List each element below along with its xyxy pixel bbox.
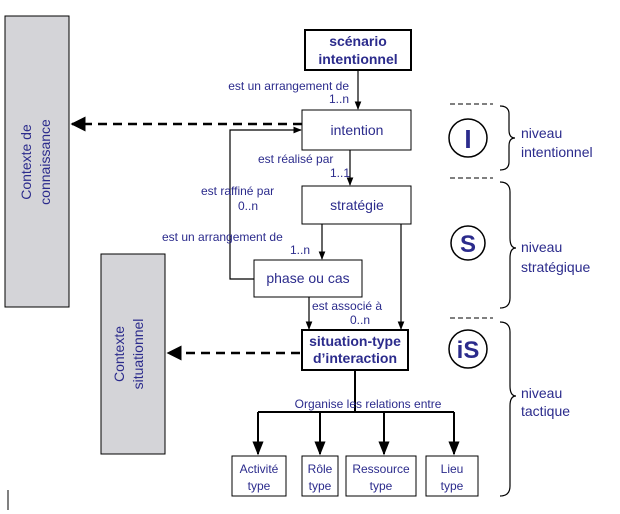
- scenario-line2: intentionnel: [318, 51, 397, 67]
- leaf-ressource: Ressource type: [345, 455, 417, 497]
- level-label-intentionnel-line2: intentionnel: [521, 144, 593, 160]
- rel-realise-text: est réalisé par: [258, 152, 333, 166]
- situational-context-line1: Contexte: [111, 326, 127, 382]
- organise-tree: [252, 370, 460, 456]
- level-circle-strategique: S: [450, 225, 486, 261]
- situation-box: situation-type d’interaction: [301, 329, 409, 371]
- rel-realise-card: 1..1: [330, 166, 350, 180]
- leaf-lieu-line1: Lieu: [441, 462, 464, 476]
- intention-label: intention: [331, 122, 384, 138]
- leaf-activite-line2: type: [248, 479, 271, 493]
- brace-strategique: [499, 181, 517, 309]
- leaf-role: Rôle type: [301, 455, 339, 497]
- rel-arrangement-top-text: est un arrangement de: [228, 79, 349, 93]
- level-symbol-i: I: [464, 124, 471, 154]
- rel-arrangement-mid-text: est un arrangement de: [162, 230, 283, 244]
- leaf-lieu-line2: type: [441, 479, 464, 493]
- brace-tactique: [499, 321, 517, 497]
- rel-associe-text: est associé à: [312, 299, 382, 313]
- rel-associe-card: 0..n: [350, 313, 370, 327]
- intention-box: intention: [301, 109, 412, 151]
- rel-raffine-text: est raffiné par: [201, 184, 274, 198]
- leaf-ressource-line1: Ressource: [352, 462, 410, 476]
- rel-arrangement-top-card: 1..n: [329, 92, 349, 106]
- situational-context-line2: situationnel: [130, 319, 146, 390]
- scenario-line1: scénario: [329, 33, 387, 49]
- rel-raffine-card: 0..n: [238, 199, 258, 213]
- level-label-intentionnel-line1: niveau: [521, 125, 562, 141]
- leaf-lieu: Lieu type: [425, 455, 479, 497]
- leaf-role-line1: Rôle: [308, 462, 333, 476]
- leaf-ressource-line2: type: [370, 479, 393, 493]
- level-symbol-s: S: [460, 231, 476, 258]
- knowledge-context-line1: Contexte de: [18, 124, 34, 200]
- arrow-phase-intention: [229, 126, 302, 280]
- leaf-role-line2: type: [309, 479, 332, 493]
- situational-context-panel: Contexte situationnel: [100, 253, 166, 455]
- phase-label: phase ou cas: [266, 270, 349, 286]
- level-symbol-is: iS: [457, 337, 480, 364]
- leaf-activite-line1: Activité: [240, 462, 279, 476]
- level-label-strategique-line1: niveau: [521, 239, 562, 255]
- knowledge-context-line2: connaissance: [37, 119, 53, 205]
- level-label-tactique-line1: niveau: [521, 385, 562, 401]
- level-circle-intentionnel: I: [448, 118, 488, 158]
- situation-line1: situation-type: [309, 333, 401, 349]
- strategie-box: stratégie: [301, 185, 412, 225]
- level-circle-tactique: iS: [448, 329, 488, 369]
- strategie-label: stratégie: [330, 197, 384, 213]
- phase-box: phase ou cas: [253, 259, 363, 298]
- level-label-strategique-line2: stratégique: [521, 259, 590, 275]
- knowledge-context-panel: Contexte de connaissance: [4, 15, 70, 308]
- rel-arrangement-mid-card: 1..n: [290, 243, 310, 257]
- scenario-box: scénario intentionnel: [304, 29, 412, 71]
- rel-organise-text: Organise les relations entre: [295, 397, 442, 411]
- situation-line2: d’interaction: [313, 350, 397, 366]
- leaf-activite: Activité type: [231, 455, 287, 497]
- level-label-tactique-line2: tactique: [521, 403, 570, 419]
- brace-intentionnel: [499, 105, 516, 171]
